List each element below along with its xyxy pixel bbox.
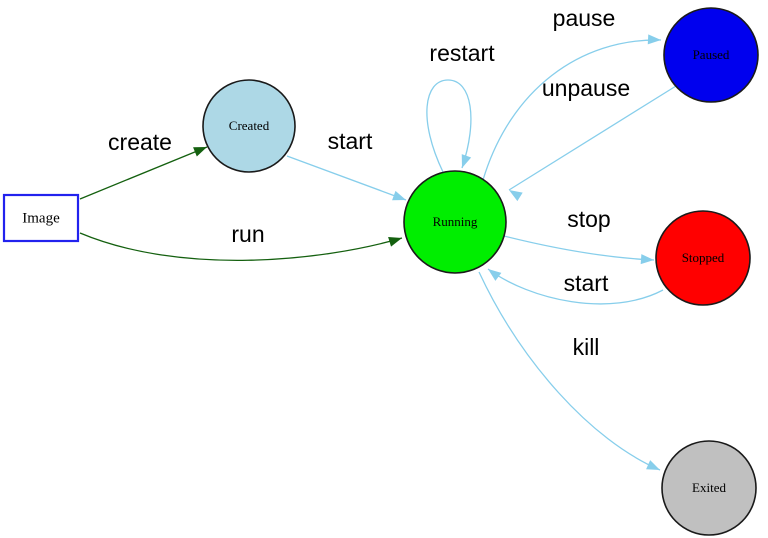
edge-path-kill — [478, 271, 661, 471]
edge-path-start-stopped — [487, 268, 664, 305]
edge-start-created — [286, 155, 407, 201]
node-shape-created[interactable] — [202, 79, 296, 173]
node-label-paused: Paused — [693, 47, 730, 62]
node-shape-stopped[interactable] — [655, 210, 751, 306]
edge-label-restart: restart — [429, 40, 495, 66]
edge-label-pause: pause — [553, 5, 616, 31]
edge-stop — [503, 235, 655, 265]
arrowhead-kill — [646, 460, 660, 470]
node-image[interactable]: Image — [2, 193, 80, 243]
arrowhead-pause — [647, 34, 661, 45]
node-created[interactable]: Created — [202, 79, 296, 173]
arrowhead-start-created — [392, 190, 406, 201]
arrowhead-unpause — [509, 190, 523, 202]
node-label-stopped: Stopped — [682, 250, 725, 265]
arrowhead-restart — [461, 154, 472, 168]
node-shape-image[interactable] — [2, 193, 80, 243]
edge-label-unpause: unpause — [542, 75, 630, 101]
node-paused[interactable]: Paused — [663, 7, 759, 103]
edges-layer — [79, 34, 677, 471]
node-exited[interactable]: Exited — [661, 440, 757, 536]
edge-kill — [478, 271, 661, 471]
edge-run — [79, 232, 403, 261]
arrowhead-start-stopped — [488, 269, 502, 281]
node-label-exited: Exited — [692, 480, 726, 495]
edge-label-stop: stop — [567, 206, 610, 232]
node-label-image: Image — [22, 210, 60, 226]
edge-path-pause — [482, 39, 662, 181]
arrowhead-create — [193, 147, 207, 157]
edge-unpause — [508, 85, 677, 202]
edge-label-create: create — [108, 129, 172, 155]
edge-label-start-stopped: start — [564, 270, 609, 296]
edge-restart — [426, 79, 472, 173]
edge-path-start-created — [286, 155, 407, 201]
arrowhead-run — [388, 237, 402, 247]
node-running[interactable]: Running — [403, 170, 507, 274]
edge-label-kill: kill — [573, 334, 600, 360]
node-stopped[interactable]: Stopped — [655, 210, 751, 306]
edge-path-unpause — [508, 85, 677, 191]
edge-path-create — [79, 146, 208, 200]
edge-path-run — [79, 232, 403, 261]
edge-pause — [482, 34, 662, 181]
edge-start-stopped — [487, 268, 664, 305]
node-shape-running[interactable] — [403, 170, 507, 274]
arrowhead-stop — [640, 254, 654, 265]
edge-labels-layer: create run start restart pause unpause stop sta… — [108, 5, 630, 360]
node-shape-exited[interactable] — [661, 440, 757, 536]
node-label-created: Created — [229, 118, 270, 133]
node-label-running: Running — [433, 214, 478, 229]
edge-label-run: run — [231, 221, 264, 247]
edge-path-stop — [503, 235, 655, 261]
edge-path-restart — [426, 79, 472, 173]
edge-label-start-created: start — [328, 128, 373, 154]
edge-create — [79, 146, 208, 200]
node-shape-paused[interactable] — [663, 7, 759, 103]
